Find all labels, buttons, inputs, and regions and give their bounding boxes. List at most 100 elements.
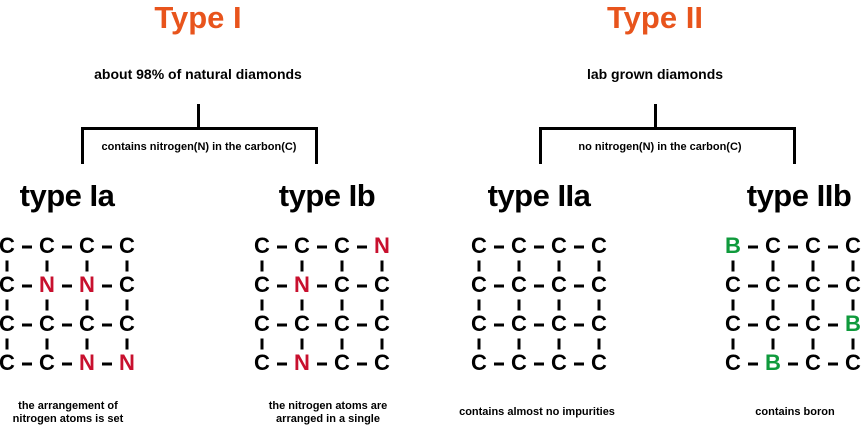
vertical-bond — [597, 299, 601, 311]
vertical-bond — [771, 260, 775, 272]
horizontal-bond — [574, 362, 584, 366]
carbon-atom: C — [725, 272, 741, 297]
type-i-title: Type I — [154, 0, 242, 35]
horizontal-bond — [748, 362, 758, 366]
carbon-atom: C — [334, 233, 350, 258]
carbon-atom: C — [294, 311, 310, 336]
carbon-atom: C — [591, 350, 607, 375]
carbon-atom: C — [805, 311, 821, 336]
horizontal-bond — [62, 362, 72, 366]
horizontal-bond — [828, 362, 838, 366]
carbon-atom: C — [725, 311, 741, 336]
bracket-stem — [197, 104, 200, 129]
vertical-bond — [811, 338, 815, 350]
vertical-bond — [557, 260, 561, 272]
caption-line: the nitrogen atoms are — [268, 400, 388, 412]
caption-line: contains boron — [755, 406, 835, 418]
vertical-bond — [5, 260, 9, 272]
horizontal-bond — [534, 323, 544, 327]
type-i-subtitle: about 98% of natural diamonds — [94, 66, 302, 82]
bracket-bar — [81, 127, 318, 130]
nitrogen-atom: N — [294, 272, 310, 297]
vertical-bond — [380, 338, 384, 350]
horizontal-bond — [788, 362, 798, 366]
vertical-bond — [731, 260, 735, 272]
horizontal-bond — [494, 362, 504, 366]
vertical-bond — [771, 338, 775, 350]
carbon-atom: C — [511, 272, 527, 297]
horizontal-bond — [534, 362, 544, 366]
horizontal-bond — [22, 284, 32, 288]
horizontal-bond — [62, 245, 72, 249]
horizontal-bond — [22, 245, 32, 249]
vertical-bond — [380, 299, 384, 311]
carbon-atom: C — [119, 272, 135, 297]
carbon-atom: C — [39, 233, 55, 258]
horizontal-bond — [357, 323, 367, 327]
carbon-atom: C — [254, 233, 270, 258]
horizontal-bond — [357, 362, 367, 366]
caption-line: nitrogen atoms is set — [12, 413, 124, 425]
panel-caption: contains boron — [755, 406, 834, 419]
carbon-atom: C — [725, 350, 741, 375]
horizontal-bond — [788, 245, 798, 249]
vertical-bond — [851, 260, 855, 272]
vertical-bond — [300, 338, 304, 350]
carbon-atom: C — [374, 350, 390, 375]
carbon-atom: C — [471, 233, 487, 258]
horizontal-bond — [748, 323, 758, 327]
panel-caption: contains almost no impurities — [459, 406, 615, 419]
horizontal-bond — [317, 284, 327, 288]
vertical-bond — [851, 338, 855, 350]
carbon-atom: C — [471, 272, 487, 297]
carbon-atom: C — [471, 350, 487, 375]
horizontal-bond — [574, 284, 584, 288]
type-i-bracket-label: contains nitrogen(N) in the carbon(C) — [101, 141, 297, 153]
carbon-atom: C — [254, 272, 270, 297]
carbon-atom: C — [471, 311, 487, 336]
horizontal-bond — [22, 362, 32, 366]
horizontal-bond — [102, 323, 112, 327]
horizontal-bond — [748, 284, 758, 288]
vertical-bond — [597, 260, 601, 272]
horizontal-bond — [534, 284, 544, 288]
carbon-atom: C — [374, 311, 390, 336]
bracket-bar — [539, 127, 796, 130]
caption-line: contains almost no impurities — [459, 406, 615, 418]
vertical-bond — [557, 338, 561, 350]
vertical-bond — [125, 338, 129, 350]
horizontal-bond — [277, 284, 287, 288]
vertical-bond — [340, 338, 344, 350]
horizontal-bond — [494, 245, 504, 249]
bracket-left — [81, 127, 84, 164]
type-ii-title: Type II — [607, 0, 703, 35]
vertical-bond — [477, 338, 481, 350]
horizontal-bond — [534, 245, 544, 249]
carbon-atom: C — [591, 311, 607, 336]
vertical-bond — [85, 338, 89, 350]
vertical-bond — [771, 299, 775, 311]
carbon-atom: C — [765, 272, 781, 297]
vertical-bond — [597, 338, 601, 350]
vertical-bond — [517, 260, 521, 272]
vertical-bond — [300, 299, 304, 311]
carbon-atom: C — [119, 311, 135, 336]
bracket-stem — [654, 104, 657, 129]
horizontal-bond — [102, 245, 112, 249]
vertical-bond — [125, 260, 129, 272]
vertical-bond — [300, 260, 304, 272]
carbon-atom: C — [551, 350, 567, 375]
carbon-atom: C — [0, 272, 15, 297]
vertical-bond — [731, 338, 735, 350]
vertical-bond — [811, 260, 815, 272]
horizontal-bond — [277, 362, 287, 366]
horizontal-bond — [102, 362, 112, 366]
carbon-atom: C — [0, 311, 15, 336]
vertical-bond — [731, 299, 735, 311]
carbon-atom: C — [805, 233, 821, 258]
type-ii-subtitle: lab grown diamonds — [586, 66, 724, 82]
horizontal-bond — [574, 245, 584, 249]
carbon-atom: C — [765, 233, 781, 258]
horizontal-bond — [317, 245, 327, 249]
